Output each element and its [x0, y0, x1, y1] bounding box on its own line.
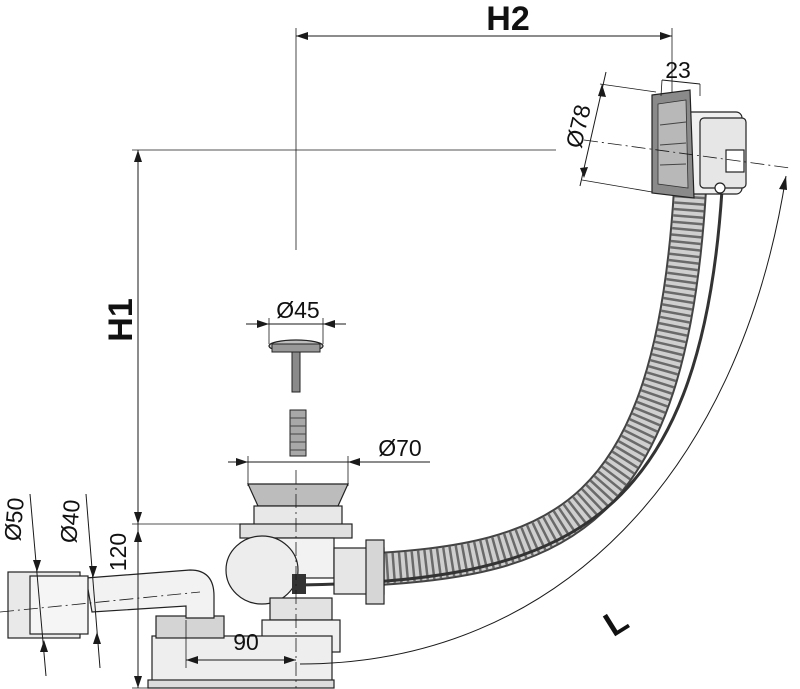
overflow-hose	[299, 188, 724, 587]
dim-120: 120	[105, 524, 160, 689]
dim-d40: Ø40	[55, 493, 101, 669]
label-d45: Ø45	[276, 297, 319, 323]
label-d40: Ø40	[55, 499, 85, 545]
label-d50: Ø50	[0, 497, 29, 543]
label-23: 23	[665, 57, 691, 83]
dim-23: 23	[660, 57, 701, 97]
drain-plug	[268, 339, 324, 457]
dim-90: 90	[185, 620, 296, 668]
label-h2: H2	[486, 0, 529, 38]
label-h1: H1	[102, 298, 140, 341]
center-line-overflow	[583, 139, 791, 169]
dim-d50: Ø50	[0, 493, 48, 677]
label-120: 120	[105, 533, 131, 571]
dim-h2: H2	[295, 0, 673, 250]
label-d70: Ø70	[378, 435, 421, 461]
drain-body	[225, 483, 385, 653]
trap-outlet	[7, 569, 335, 689]
label-l: L	[597, 601, 635, 644]
label-90: 90	[233, 629, 259, 655]
dim-h1: H1	[102, 149, 556, 525]
dim-d70: Ø70	[228, 435, 430, 486]
center-line-outlet	[0, 591, 201, 613]
dim-d45: Ø45	[246, 297, 346, 344]
overflow-head	[651, 89, 747, 199]
label-d78: Ø78	[561, 102, 596, 150]
dim-d78: Ø78	[561, 71, 657, 193]
